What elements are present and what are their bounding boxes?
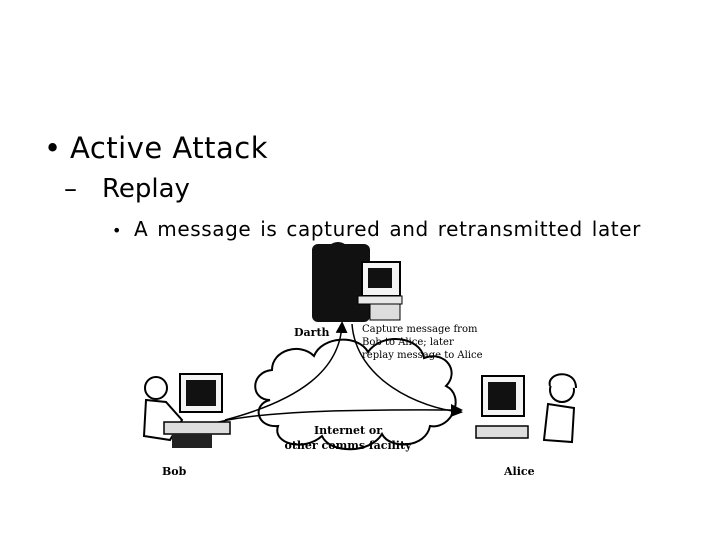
- dash-marker: –: [64, 174, 77, 204]
- bullet-marker: •: [112, 221, 123, 240]
- bullet-text: Active Attack: [70, 131, 269, 165]
- bullet-text: Replay: [102, 174, 190, 204]
- internet-cloud: Internet or other comms facility: [254, 338, 457, 452]
- bullet-text: A message is captured and retransmitted …: [134, 217, 641, 241]
- note-line3: replay message to Alice: [362, 350, 483, 361]
- bob-user-figure: Bob: [142, 373, 231, 478]
- capture-replay-note: Capture message from Bob to Alice; later…: [362, 324, 483, 361]
- replay-attack-diagram: Internet or other comms facility Darth C…: [142, 242, 577, 478]
- cloud-label-line2: other comms facility: [285, 439, 413, 452]
- bullet-level2-replay: – Replay: [64, 174, 190, 204]
- bob-label: Bob: [162, 465, 187, 478]
- darth-attacker-figure: Darth: [294, 242, 403, 339]
- message-arrows: [214, 321, 463, 424]
- cloud-label-line1: Internet or: [314, 424, 382, 437]
- note-line2: Bob to Alice; later: [362, 337, 454, 348]
- alice-user-figure: Alice: [475, 373, 577, 478]
- note-line1: Capture message from: [362, 324, 478, 335]
- bullet-level1-active-attack: • Active Attack: [44, 131, 268, 165]
- alice-label: Alice: [503, 465, 535, 478]
- darth-label: Darth: [294, 326, 330, 339]
- bullet-marker: •: [44, 131, 62, 165]
- bullet-level3-description: • A message is captured and retransmitte…: [112, 217, 641, 241]
